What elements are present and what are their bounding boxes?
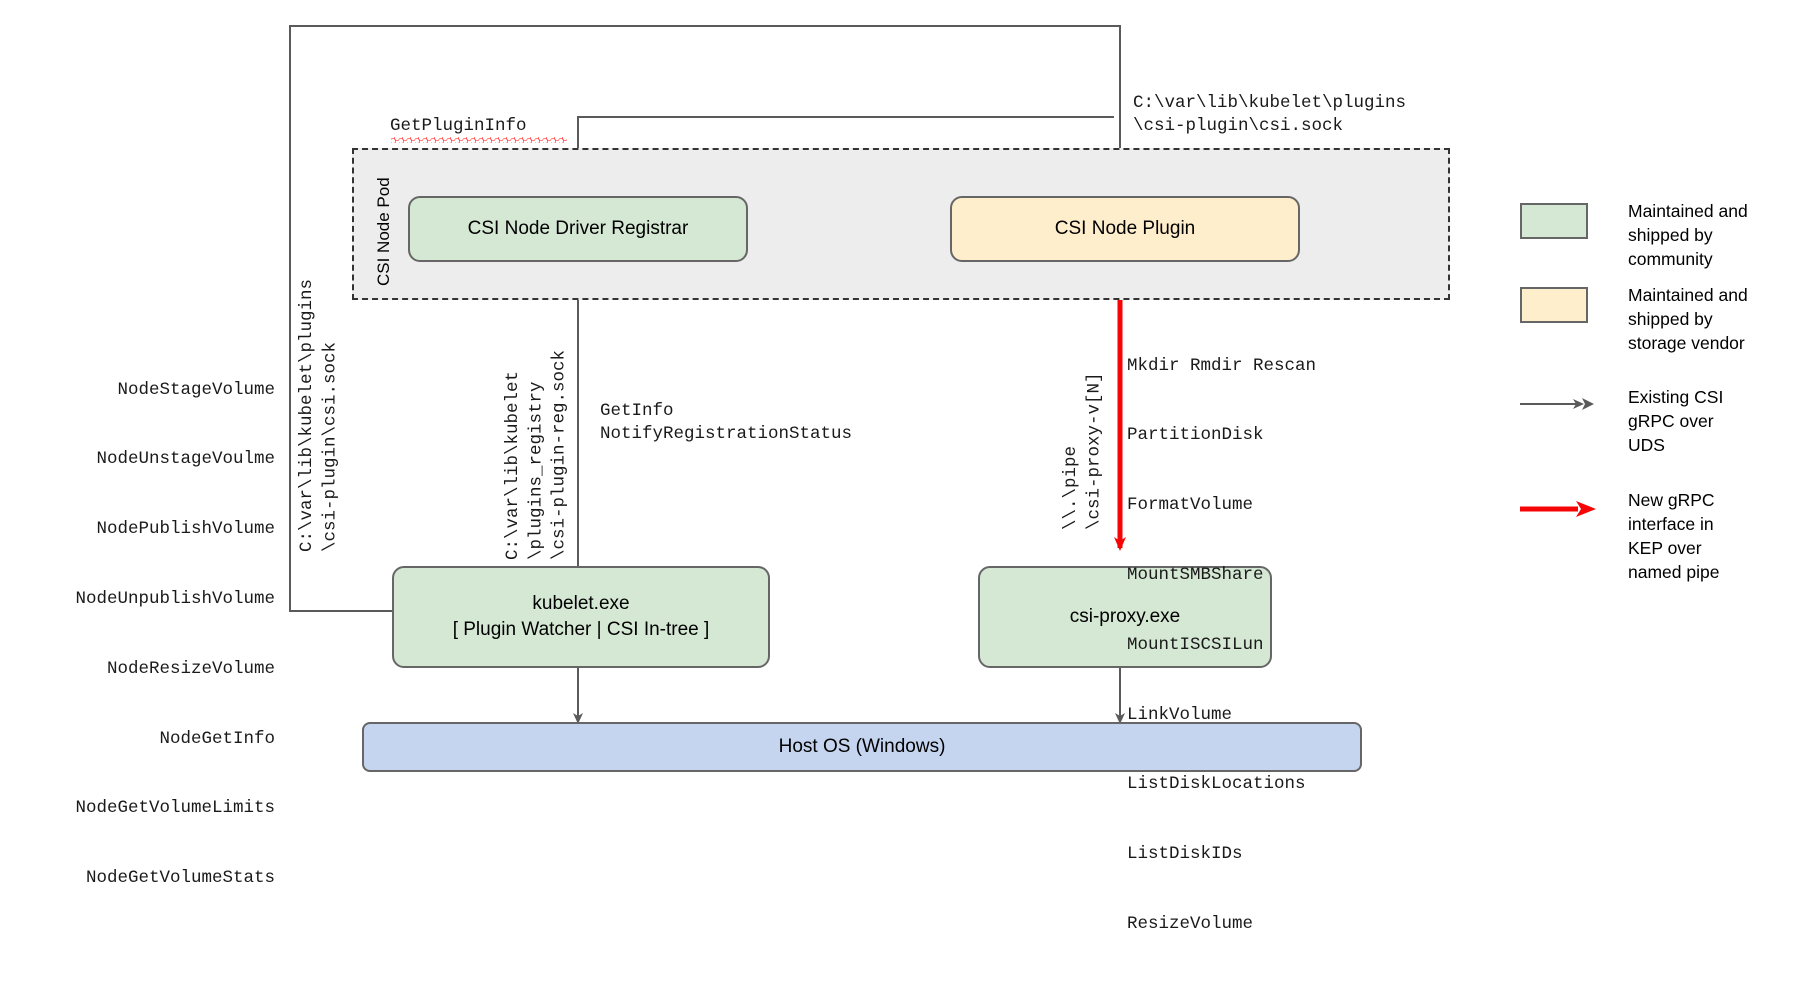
csi-proxy-call-item: MountISCSILun [1127,634,1264,655]
legend-label-existing-csi: Existing CSI gRPC over UDS [1628,387,1724,456]
node-service-call-item: NodeGetVolumeStats [85,868,275,889]
csi-node-pod-label: CSI Node Pod [374,177,393,286]
legend-swatch-amber [1520,287,1588,323]
legend: Maintained and shipped by community Main… [1520,185,1818,582]
csi-proxy-calls-list: Mkdir Rmdir Rescan PartitionDisk FormatV… [1127,308,1316,983]
get-plugin-info-label: GetPluginInfo [390,116,527,136]
node-service-call-item: NodeUnstageVoulme [96,449,275,470]
csi-proxy-call-item: ListDiskLocations [1127,774,1306,795]
diagram-canvas: CSI Node Pod CSI Node Driver Registrar C… [75,25,1818,934]
spellcheck-squiggle-icon [391,137,567,143]
host-os-box[interactable]: Host OS (Windows) [362,722,1362,772]
csi-socket-path-vertical-label: C:\var\lib\kubelet\plugins \csi-plugin\c… [297,278,341,552]
named-pipe-vertical-label: \\.\pipe \csi-proxy-v[N] [1061,372,1105,530]
legend-item-existing-csi: Existing CSI gRPC over UDS [1520,375,1818,480]
legend-label-vendor: Maintained and shipped by storage vendor [1628,285,1748,354]
edge-kubelet-to-node-plugin [289,25,1125,612]
registry-socket-path-vertical-label: C:\var\lib\kubelet \plugins_registry \cs… [503,349,570,560]
csi-proxy-exe-label: csi-proxy.exe [1069,606,1181,628]
csi-node-plugin-label: CSI Node Plugin [1054,218,1196,240]
node-service-call-item: NodeUnpublishVolume [75,588,275,609]
csi-proxy-call-item: PartitionDisk [1127,425,1264,446]
csi-proxy-call-item: ListDiskIDs [1127,844,1243,865]
kubelet-exe-label: kubelet.exe [532,593,630,615]
kubelet-exe-sublabel: [ Plugin Watcher | CSI In-tree ] [452,619,710,640]
csi-proxy-call-item: Mkdir Rmdir Rescan [1127,355,1317,376]
legend-label-new-grpc: New gRPC interface in KEP over named pip… [1628,490,1720,583]
csi-node-driver-registrar-label: CSI Node Driver Registrar [467,218,689,240]
legend-label-community: Maintained and shipped by community [1628,201,1748,270]
csi-proxy-exe-box[interactable]: csi-proxy.exe [978,566,1272,668]
node-service-call-item: NodeGetInfo [159,728,275,749]
node-service-calls-list: NodeStageVolume NodeUnstageVoulme NodePu… [0,332,275,937]
node-service-call-item: NodeStageVolume [117,379,275,400]
csi-proxy-call-item: FormatVolume [1127,495,1254,516]
legend-swatch-green [1520,203,1588,239]
registration-calls-label: GetInfo NotifyRegistrationStatus [600,401,853,445]
csi-proxy-call-item: LinkVolume [1127,704,1233,725]
csi-proxy-call-item: ResizeVolume [1127,913,1254,934]
node-service-call-item: NodeGetVolumeLimits [75,798,275,819]
csi-node-driver-registrar-box[interactable]: CSI Node Driver Registrar [408,196,748,262]
csi-proxy-call-item: MountSMBShare [1127,564,1264,585]
legend-gray-arrow-icon [1520,398,1594,410]
legend-item-community: Maintained and shipped by community [1520,185,1818,275]
csi-node-plugin-box[interactable]: CSI Node Plugin [950,196,1300,262]
kubelet-exe-box[interactable]: kubelet.exe [ Plugin Watcher | CSI In-tr… [392,566,770,668]
host-os-label: Host OS (Windows) [778,736,946,758]
legend-item-vendor: Maintained and shipped by storage vendor [1520,275,1818,375]
node-service-call-item: NodePublishVolume [96,519,275,540]
node-service-call-item: NodeResizeVolume [106,658,275,679]
node-plugin-socket-path-label: C:\var\lib\kubelet\plugins \csi-plugin\c… [1133,93,1407,137]
legend-red-arrow-icon [1520,501,1596,517]
